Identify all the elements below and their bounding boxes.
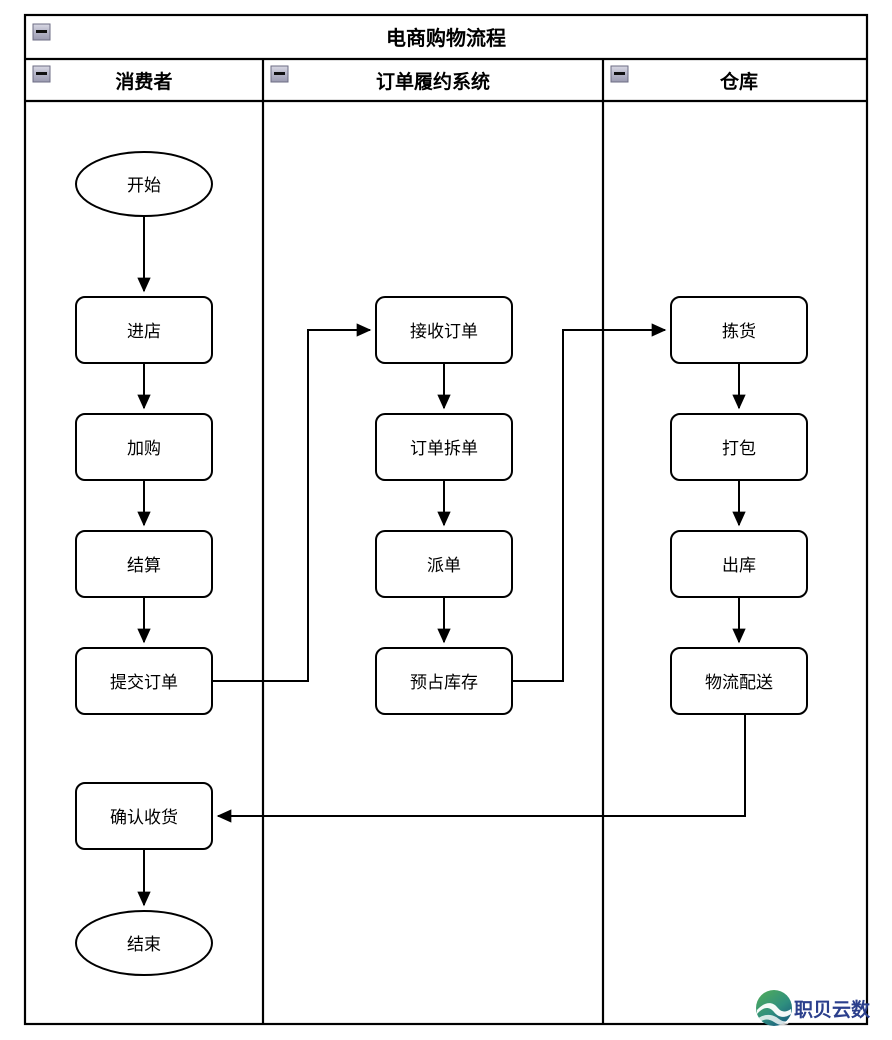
lane-header-consumer: 消费者: [32, 65, 173, 93]
node-label: 结算: [127, 556, 161, 575]
node-label: 确认收货: [110, 808, 178, 827]
pool-frame: [23, 13, 869, 1026]
node-label: 接收订单: [410, 322, 478, 341]
wave-circle-logo-icon: [756, 990, 792, 1026]
edge-submit-order-to-receive-order: [212, 323, 372, 682]
node-label: 派单: [427, 556, 461, 575]
node-label: 出库: [722, 556, 756, 575]
node-pack[interactable]: 打包: [670, 413, 808, 481]
node-split-order[interactable]: 订单拆单: [375, 413, 513, 481]
node-label: 开始: [127, 176, 161, 195]
node-label: 物流配送: [705, 673, 773, 692]
node-label: 预占库存: [410, 673, 478, 692]
node-dispatch[interactable]: 派单: [375, 530, 513, 598]
node-label: 拣货: [722, 322, 756, 341]
lane-label-warehouse: 仓库: [719, 70, 758, 93]
edge-reserve-stock-to-pick: [512, 323, 667, 682]
node-label: 进店: [127, 322, 161, 341]
lane-label-consumer: 消费者: [115, 70, 172, 93]
node-label: 加购: [127, 439, 161, 458]
node-reserve-stock[interactable]: 预占库存: [375, 647, 513, 715]
node-label: 订单拆单: [410, 439, 478, 458]
node-enter-store[interactable]: 进店: [75, 296, 213, 364]
node-add-cart[interactable]: 加购: [75, 413, 213, 481]
lane-header-oms: 订单履约系统: [270, 65, 490, 93]
collapse-minus-icon[interactable]: [32, 23, 51, 41]
node-receive-order[interactable]: 接收订单: [375, 296, 513, 364]
node-submit-order[interactable]: 提交订单: [75, 647, 213, 715]
lane-header-warehouse: 仓库: [610, 65, 758, 93]
edge-delivery-to-confirm-recv: [216, 714, 746, 823]
node-delivery[interactable]: 物流配送: [670, 647, 808, 715]
node-outbound[interactable]: 出库: [670, 530, 808, 598]
node-confirm-receive[interactable]: 确认收货: [75, 782, 213, 850]
pool-title: 电商购物流程: [386, 26, 506, 50]
collapse-minus-icon[interactable]: [32, 65, 51, 83]
watermark-logo: 职贝云数: [756, 990, 871, 1026]
watermark-text: 职贝云数: [794, 998, 871, 1021]
node-checkout[interactable]: 结算: [75, 530, 213, 598]
node-end[interactable]: 结束: [75, 910, 213, 976]
collapse-minus-icon[interactable]: [270, 65, 289, 83]
node-pick[interactable]: 拣货: [670, 296, 808, 364]
lane-label-oms: 订单履约系统: [376, 70, 490, 93]
collapse-minus-icon[interactable]: [610, 65, 629, 83]
node-label: 结束: [127, 935, 161, 954]
node-label: 提交订单: [110, 673, 178, 692]
node-label: 打包: [722, 439, 756, 458]
edge-layer: [137, 216, 746, 907]
pool-title-bar: 电商购物流程: [32, 23, 506, 50]
node-start[interactable]: 开始: [75, 151, 213, 217]
